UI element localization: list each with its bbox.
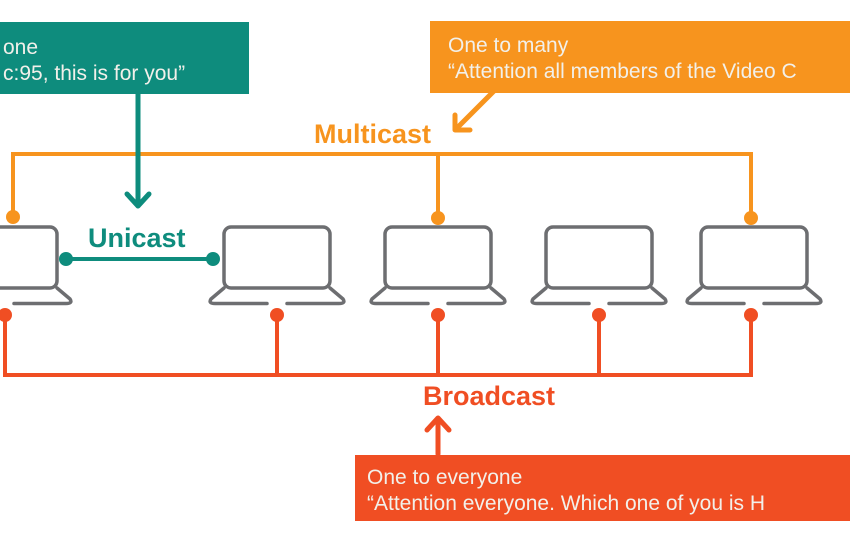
broadcast-label: Broadcast [423,381,556,411]
one-to-everyone-arrow [424,415,452,457]
laptop-5 [685,225,823,306]
unicast-label: Unicast [88,223,186,253]
one-to-many-arrow [452,88,497,133]
one-to-many-callout-line1: One to many [448,34,569,57]
unicast-dot-laptop-2 [206,252,220,266]
laptop-2 [208,225,346,306]
multicast-dot-laptop-5 [744,211,758,225]
multicast-dot-laptop-1 [6,210,20,224]
laptop-3 [369,225,507,306]
multicast-label: Multicast [314,119,432,149]
one-to-everyone-callout-line1: One to everyone [367,466,523,489]
multicast-line [11,152,753,218]
broadcast-dot-laptop-2 [270,308,284,322]
broadcast-dot-laptop-3 [431,308,445,322]
one-to-one-arrow [124,90,152,209]
one-to-many-callout: One to many “Attention all members of th… [430,21,850,93]
multicast-dot-laptop-3 [431,211,445,225]
laptop-1 [0,225,73,306]
broadcast-line [3,315,753,377]
one-to-one-callout-line2: c:95, this is for you” [3,62,186,85]
unicast-dot-laptop-1 [59,252,73,266]
one-to-one-callout: one c:95, this is for you” [0,22,249,94]
one-to-everyone-callout-line2: “Attention everyone. Which one of you is… [367,492,766,515]
broadcast-dot-laptop-4 [592,308,606,322]
one-to-one-callout-line1: one [3,36,39,59]
one-to-everyone-callout: One to everyone “Attention everyone. Whi… [355,455,850,521]
broadcast-dot-laptop-5 [744,308,758,322]
one-to-many-callout-line2: “Attention all members of the Video C [448,60,797,83]
broadcast-dot-laptop-1 [0,308,12,322]
laptop-4 [530,225,668,306]
